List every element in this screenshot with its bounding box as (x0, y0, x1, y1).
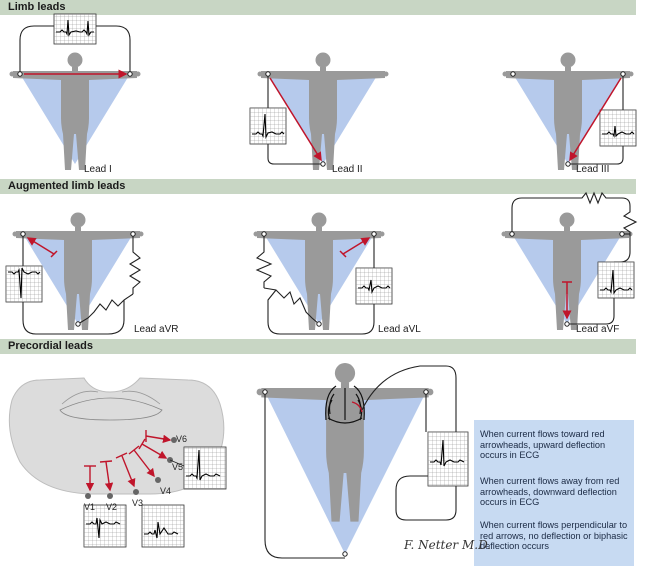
ecg-trace-box (53, 13, 97, 45)
resistor-wire (255, 234, 273, 288)
label-lead-avf: Lead aVF (576, 324, 620, 335)
lead-vector-arrow (569, 77, 622, 162)
precordial-body-panel (256, 362, 469, 559)
section-band-limb: Limb leads (0, 0, 636, 15)
label-lead-ii: Lead II (332, 164, 363, 175)
lead-avr-panel (5, 212, 144, 335)
resistor-wire (263, 287, 320, 325)
label-lead-avr: Lead aVR (134, 324, 179, 335)
section-band-precordial: Precordial leads (0, 339, 636, 354)
section-title-augmented: Augmented limb leads (8, 180, 126, 192)
explanation-box: When current flows toward red arrowheads… (474, 420, 634, 566)
lead-vector-arrow (269, 77, 322, 162)
ecg-trace-box (599, 109, 637, 147)
lead-wire (568, 146, 624, 165)
resistor-wire (511, 191, 638, 263)
ecg-trace-box (5, 265, 43, 303)
ecg-trace-box (427, 431, 469, 487)
label-v2: V2 (106, 502, 118, 512)
lead-wire (567, 298, 615, 325)
label-lead-i: Lead I (84, 164, 112, 175)
ecg-trace-box (249, 107, 287, 145)
lead-vector-arrow (342, 237, 371, 255)
label-v5: V5 (172, 462, 184, 472)
label-v3: V3 (132, 498, 144, 508)
label-v6: V6 (176, 434, 188, 444)
lead-avf-panel (501, 191, 638, 330)
lead-avl-panel (253, 212, 393, 335)
ecg-trace-box (183, 446, 227, 490)
lead-wire (96, 25, 131, 74)
lead-wire (264, 392, 345, 559)
note-away: When current flows away from red arrowhe… (480, 476, 620, 508)
ecg-trace-box (83, 504, 127, 548)
lead-wire (19, 25, 54, 74)
lead-wire (361, 365, 457, 521)
chest-cross-section (8, 377, 225, 499)
lead-iii-panel (502, 52, 637, 170)
lead-wire (22, 300, 125, 335)
label-v1: V1 (84, 502, 96, 512)
label-v4: V4 (160, 486, 172, 496)
lead-wire (267, 289, 375, 335)
rib-cage (325, 385, 365, 424)
artist-signature: F. Netter M.D. (404, 538, 492, 552)
label-lead-iii: Lead III (576, 164, 610, 175)
lead-wire (267, 144, 323, 165)
lead-vector-arrow (26, 237, 55, 255)
lead-ii-panel (249, 52, 389, 170)
section-band-augmented: Augmented limb leads (0, 179, 636, 194)
lead-i-panel (9, 13, 141, 170)
note-perpendicular: When current flows perpendicular to red … (480, 520, 628, 552)
resistor-wire (77, 293, 134, 325)
ecg-trace-box (597, 261, 635, 299)
resistor-wire (128, 234, 142, 294)
note-toward: When current flows toward red arrowheads… (480, 429, 606, 461)
ecg-trace-box (141, 504, 185, 548)
ecg-trace-box (355, 267, 393, 305)
section-title-limb: Limb leads (8, 1, 66, 13)
label-lead-avl: Lead aVL (378, 324, 421, 335)
section-title-precordial: Precordial leads (8, 340, 93, 352)
